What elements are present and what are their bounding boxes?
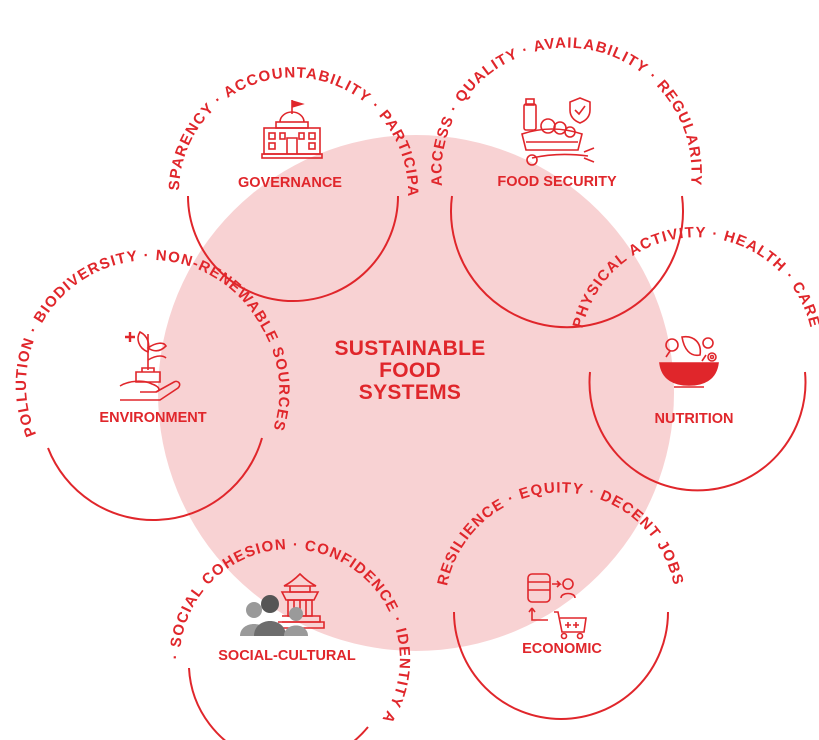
title-line-2: FOOD	[379, 359, 441, 382]
environment-label: ENVIRONMENT	[99, 410, 207, 426]
environment-ring	[47, 437, 263, 521]
nutrition-ring	[588, 371, 807, 492]
social-cultural-ring	[188, 667, 369, 740]
economic-label: ECONOMIC	[522, 641, 602, 657]
diagram-title: SUSTAINABLE FOOD SYSTEMS	[300, 338, 520, 404]
plant-in-hand-icon	[119, 330, 181, 401]
salad-bowl-icon	[659, 335, 719, 388]
governance-ring	[187, 195, 399, 302]
government-building-icon	[261, 100, 323, 159]
social-cultural-label: SOCIAL-CULTURAL	[218, 648, 356, 664]
people-temple-icon	[240, 572, 325, 636]
center-circle	[158, 135, 674, 651]
governance-label: GOVERNANCE	[238, 175, 342, 191]
title-line-1: SUSTAINABLE	[334, 337, 486, 360]
title-line-3: SYSTEMS	[358, 381, 462, 404]
shopping-cart-flow-icon	[527, 573, 587, 640]
food-security-label: FOOD SECURITY	[497, 174, 617, 190]
nutrition-label: NUTRITION	[654, 411, 734, 427]
economic-ring	[453, 611, 669, 720]
food-security-ring	[450, 195, 684, 329]
groceries-shield-icon	[521, 97, 595, 166]
